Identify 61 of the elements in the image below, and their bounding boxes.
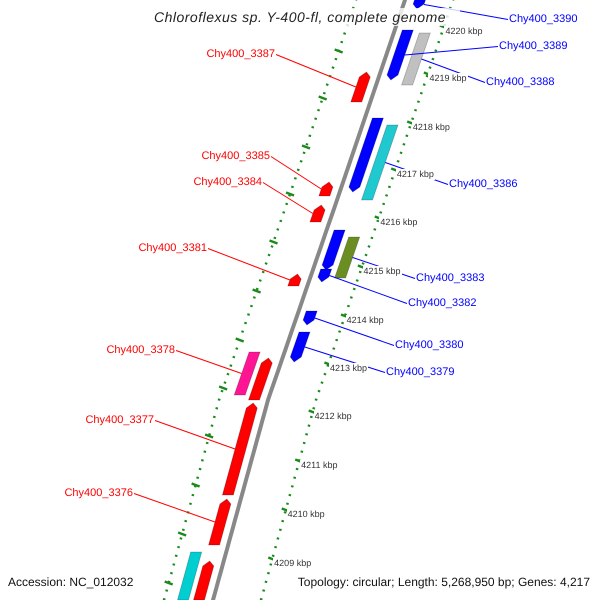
scale-label: 4216 kbp — [379, 217, 418, 228]
scale-label: 4212 kbp — [314, 411, 353, 422]
gene-feature — [322, 230, 346, 271]
gene-label: Chy400_3385 — [201, 150, 270, 163]
leader-line — [176, 350, 242, 374]
gene-feature — [287, 273, 302, 286]
scale-label: 4218 kbp — [412, 122, 451, 133]
scale-label: 4211 kbp — [300, 460, 338, 471]
leader-line — [276, 54, 356, 88]
gene-feature — [360, 124, 399, 200]
gene-feature — [290, 332, 311, 363]
gene-label: Chy400_3389 — [499, 40, 568, 53]
gene-label: Chy400_3382 — [408, 297, 477, 310]
leader-line — [420, 58, 486, 83]
gene-feature — [348, 118, 384, 193]
genome-summary-text: Topology: circular; Length: 5,268,950 bp; Genes: 4,217 — [298, 575, 590, 589]
gene-feature — [302, 310, 318, 326]
gene-feature — [412, 0, 426, 10]
scale-label: 4210 kbp — [286, 509, 326, 520]
gene-label: Chy400_3387 — [206, 48, 275, 61]
gene-feature — [401, 32, 431, 86]
scale-label: 4220 kbp — [444, 26, 484, 37]
gene-label: Chy400_3376 — [64, 487, 133, 500]
gene-feature — [350, 71, 371, 102]
gene-label: Chy400_3379 — [386, 366, 455, 379]
gene-feature — [192, 560, 214, 600]
gene-label: Chy400_3384 — [193, 176, 262, 189]
leader-line — [208, 248, 290, 280]
gene-label: Chy400_3390 — [509, 13, 578, 26]
accession-text: Accession: NC_012032 — [8, 575, 134, 589]
gene-label: Chy400_3381 — [138, 242, 207, 255]
leader-line — [154, 420, 236, 450]
gene-feature — [222, 402, 258, 496]
leader-line — [262, 182, 314, 214]
gene-label: Chy400_3377 — [85, 414, 154, 427]
scale-label: 4219 kbp — [428, 73, 468, 84]
gene-feature — [317, 268, 332, 283]
gene-feature — [176, 552, 202, 600]
gene-label: Chy400_3383 — [416, 272, 485, 285]
leader-line — [270, 156, 322, 190]
leader-line — [404, 46, 498, 56]
gene-feature — [386, 30, 414, 81]
leader-line — [134, 493, 216, 522]
gene-feature — [234, 352, 261, 396]
leader-line — [314, 318, 394, 346]
scale-label: 4217 kbp — [396, 169, 435, 180]
gene-label: Chy400_3388 — [486, 76, 555, 89]
scale-label: 4213 kbp — [329, 363, 368, 374]
leader-line — [304, 346, 386, 373]
gene-feature — [248, 357, 273, 400]
scale-label: 4209 kbp — [273, 558, 312, 569]
gene-feature — [318, 181, 334, 196]
scale-label: 4214 kbp — [346, 315, 385, 326]
gene-label: Chy400_3386 — [449, 178, 518, 191]
gene-label: Chy400_3378 — [106, 344, 175, 357]
leader-line — [328, 275, 408, 304]
gene-feature — [208, 498, 232, 546]
gene-label: Chy400_3380 — [395, 339, 464, 352]
scale-label: 4215 kbp — [362, 266, 402, 277]
gene-feature — [309, 204, 326, 222]
gene-feature — [334, 236, 360, 278]
